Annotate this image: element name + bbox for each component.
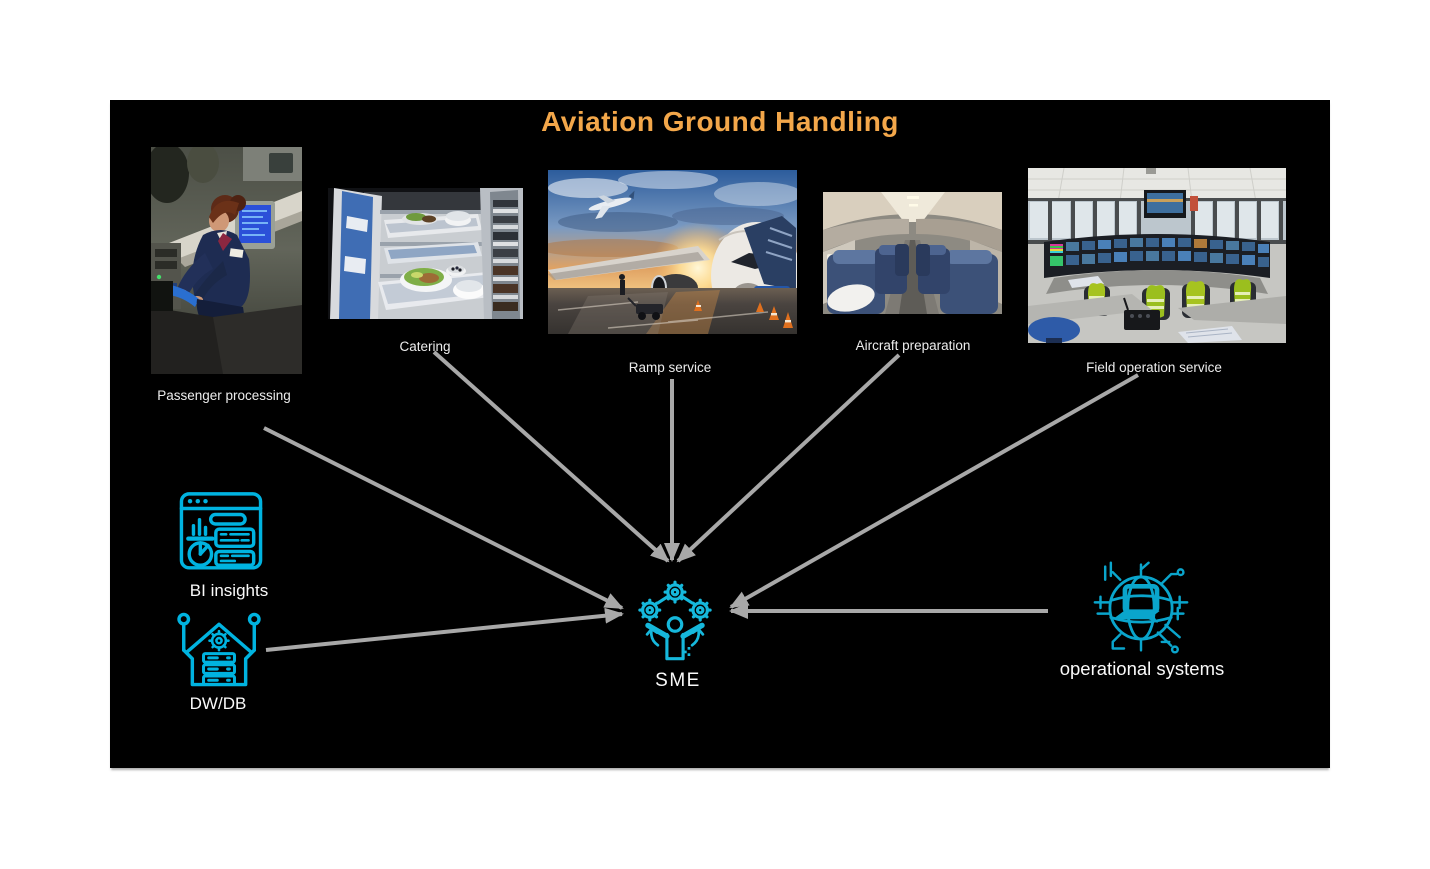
bi-insights-label: BI insights [189, 581, 269, 600]
ramp-sunset-photo [548, 170, 797, 334]
control-room-photo [1028, 168, 1286, 343]
diagram-title: Aviation Ground Handling [541, 106, 899, 137]
catering-cart-photo [328, 188, 523, 319]
photo-ramp-service [548, 170, 797, 334]
service-label-catering: Catering [399, 339, 451, 354]
dw-db-label: DW/DB [189, 694, 247, 713]
operational-systems-label: operational systems [1059, 658, 1225, 679]
service-label-field-operation: Field operation service [1086, 360, 1222, 375]
service-label-aircraft-preparation: Aircraft preparation [855, 338, 971, 353]
photo-passenger-processing [151, 147, 302, 374]
passenger-checkin-photo [151, 147, 302, 374]
photo-field-operation [1028, 168, 1286, 343]
person-with-gears-icon [630, 576, 720, 664]
aircraft-cabin-photo [823, 192, 1002, 314]
service-label-passenger-processing: Passenger processing [157, 388, 291, 403]
photo-aircraft-preparation [823, 192, 1002, 314]
dashboard-chart-icon [178, 487, 264, 573]
globe-laptop-circuit-icon [1092, 558, 1190, 658]
data-warehouse-gear-icon [176, 610, 262, 692]
photo-catering [328, 188, 523, 319]
service-label-ramp-service: Ramp service [628, 360, 712, 375]
sme-label: SME [655, 670, 701, 691]
